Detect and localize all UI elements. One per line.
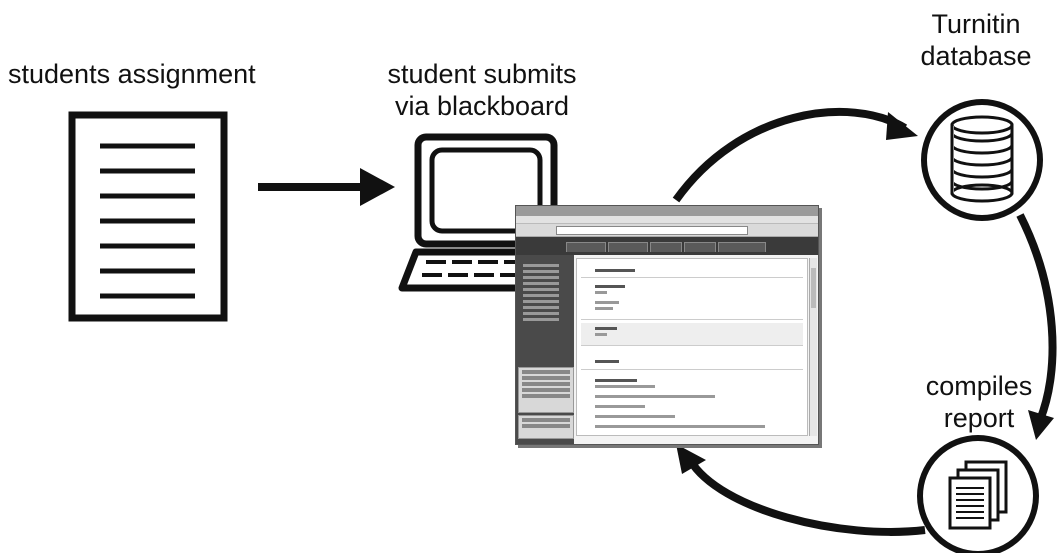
assignment-label: students assignment [8,59,256,89]
blackboard-screenshot [515,205,819,445]
report-label-line2: report [943,403,1015,433]
screenshot-titlebar [516,206,818,216]
submit-arrow [258,168,395,206]
cycle-arrow-to-computer [686,457,926,536]
cycle-arrow-head-database [886,112,918,140]
database-label-line1: Turnitin [931,9,1021,39]
screenshot-sidebar-tools [518,367,574,413]
screenshot-scroll-thumb [811,268,816,308]
cycle-arrow-head-report [1028,410,1054,440]
screenshot-sidebar [516,255,574,444]
cycle-arrow-to-database [672,108,908,203]
screenshot-url-field [556,226,748,235]
screenshot-content-area [576,258,808,436]
submit-label: student submits via blackboard [362,58,602,122]
database-label-line2: database [920,41,1032,71]
screenshot-tab [718,242,766,252]
screenshot-scrollbar [809,258,817,436]
screenshot-tabbar [516,237,818,255]
report-label: compiles report [904,370,1054,434]
document-icon [68,111,228,322]
screenshot-urlbar [516,224,818,237]
screenshot-menubar [516,216,818,224]
submit-label-line2: via blackboard [394,91,570,121]
screenshot-tab [608,242,648,252]
submit-label-line1: student submits [387,59,577,89]
report-label-line1: compiles [925,371,1033,401]
screenshot-sidebar-actions [518,415,574,439]
screenshot-tab [650,242,682,252]
database-icon [921,99,1043,221]
cycle-arrow-to-report [1016,213,1057,422]
cycle-arrow-head-computer [676,444,706,474]
report-pages-icon [917,435,1039,553]
database-label: Turnitin database [906,8,1046,72]
screenshot-tab [684,242,716,252]
screenshot-tab [566,242,606,252]
